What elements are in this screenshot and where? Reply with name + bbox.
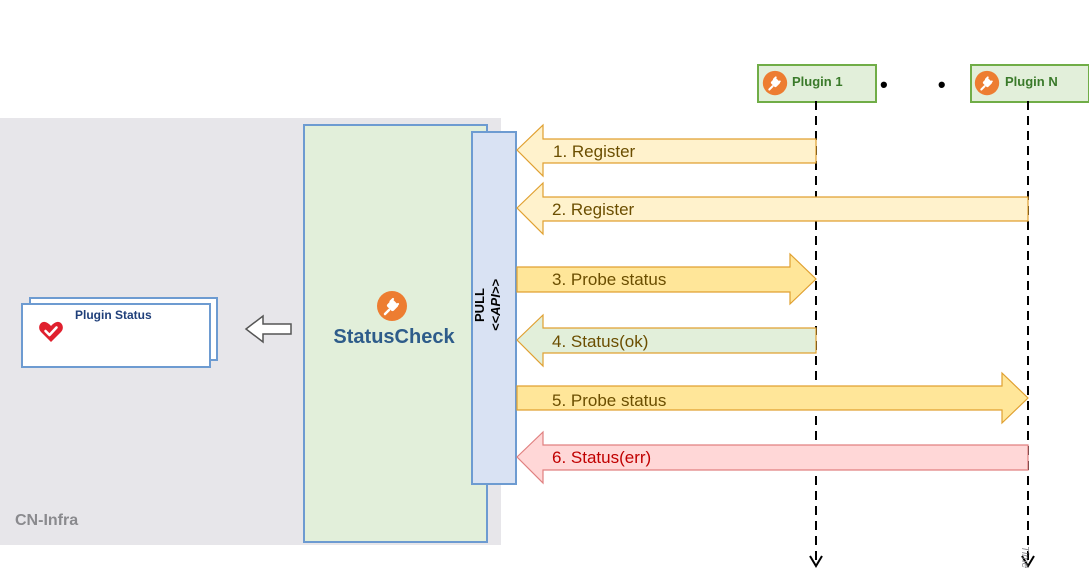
timeline-label: Time	[1019, 546, 1030, 569]
plugin-n-lifeline-arrowhead	[1021, 555, 1035, 568]
message-arrow-2	[516, 181, 1029, 236]
api-bar	[471, 131, 517, 485]
plugin-1-lifeline-arrowhead	[809, 555, 823, 568]
status-check-title: StatusCheck	[333, 326, 455, 348]
message-arrow-4	[516, 313, 817, 368]
plug-icon	[762, 70, 788, 96]
plugin-n-label: Plugin N	[1005, 74, 1058, 89]
message-1-label: 1. Register	[553, 142, 636, 161]
message-arrow-1	[516, 123, 817, 178]
heart-check-icon	[39, 321, 63, 342]
plug-icon	[974, 70, 1000, 96]
message-6-label: 6. Status(err)	[552, 448, 652, 467]
message-arrow-3	[516, 252, 817, 306]
status-output-arrow	[244, 314, 292, 344]
plug-icon	[377, 291, 407, 321]
status-check-box	[303, 124, 488, 543]
plugin-status-card	[21, 303, 211, 368]
message-5-label: 5. Probe status	[552, 391, 667, 410]
message-arrow-5	[516, 371, 1029, 425]
message-4-label: 4. Status(ok)	[552, 332, 649, 351]
plugin-1-label: Plugin 1	[792, 74, 843, 89]
cn-infra-label: CN-Infra	[15, 512, 79, 529]
message-3-label: 3. Probe status	[552, 270, 667, 289]
message-2-label: 2. Register	[552, 200, 635, 219]
message-arrow-6	[516, 430, 1029, 485]
plugin-status-title: Plugin Status	[75, 308, 152, 322]
